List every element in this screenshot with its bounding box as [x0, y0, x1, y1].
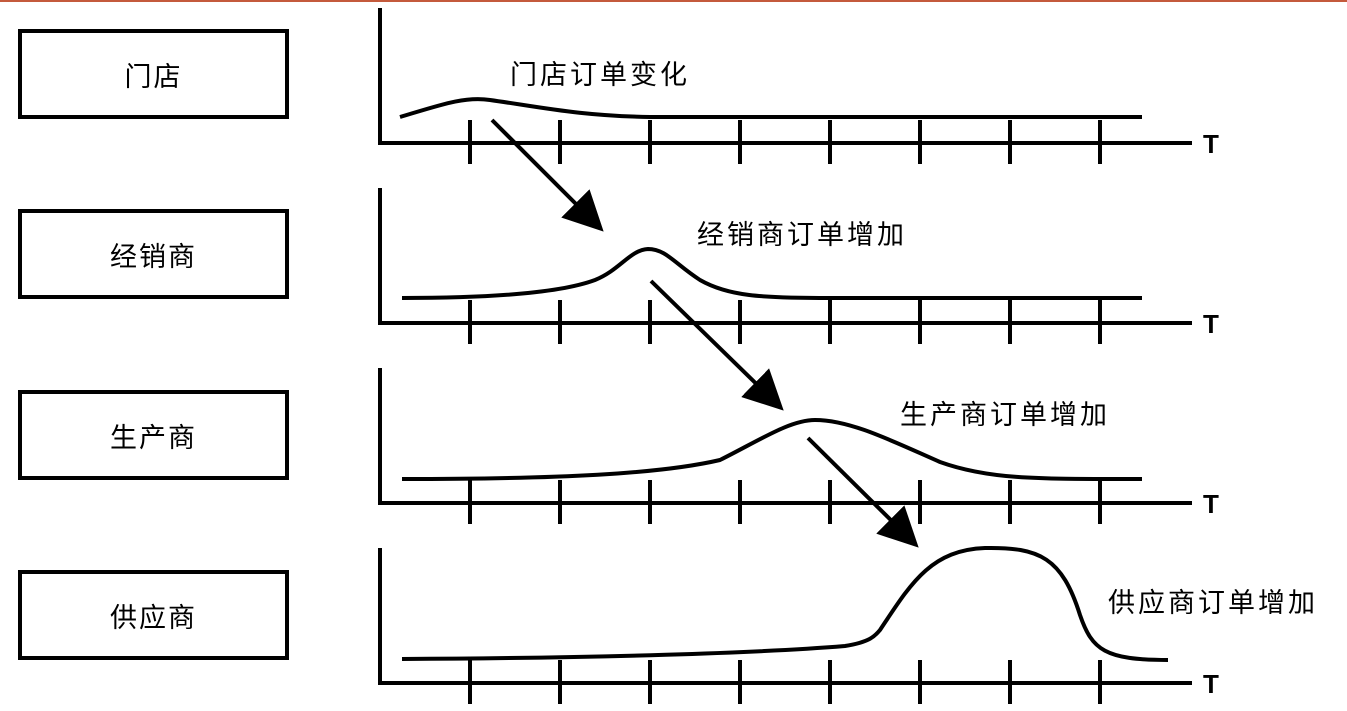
curve-caption: 供应商订单增加	[1108, 588, 1318, 619]
axis-t-label: T	[1203, 309, 1219, 339]
order-curve	[399, 97, 1142, 119]
role-box-label: 门店	[124, 61, 183, 93]
propagation-arrows	[490, 118, 919, 548]
role-box-label: 生产商	[110, 422, 197, 454]
x-axis-ticks	[468, 120, 1102, 164]
role-box-label: 经销商	[110, 241, 197, 273]
order-curve	[401, 246, 1142, 300]
role-box-store: 门店	[18, 29, 289, 119]
axis-t-label: T	[1203, 669, 1219, 699]
role-box-distributor: 经销商	[18, 209, 289, 299]
x-axis-ticks	[468, 480, 1102, 524]
axis-t-label: T	[1203, 129, 1219, 159]
curve-caption: 经销商订单增加	[697, 220, 907, 251]
panel-manufacturer: T 生产商订单增加	[378, 368, 1219, 524]
x-axis-ticks	[468, 660, 1102, 704]
arrow-manufacturer-to-supplier	[806, 436, 919, 548]
panel-supplier: T 供应商订单增加	[378, 545, 1318, 704]
order-curve	[401, 545, 1169, 662]
role-box-label: 供应商	[110, 602, 197, 634]
x-axis-ticks	[468, 300, 1102, 344]
axis-t-label: T	[1203, 489, 1219, 519]
arrow-distributor-to-manufacturer	[649, 279, 784, 411]
curve-caption: 生产商订单增加	[900, 400, 1110, 431]
panel-store: T 门店订单变化	[378, 8, 1219, 164]
role-box-supplier: 供应商	[18, 570, 289, 660]
panel-distributor: T 经销商订单增加	[378, 188, 1219, 344]
role-box-manufacturer: 生产商	[18, 390, 289, 480]
order-curve	[401, 417, 1143, 482]
top-rule	[0, 0, 1347, 2]
curve-caption: 门店订单变化	[510, 60, 690, 91]
arrow-store-to-distributor	[490, 118, 604, 232]
